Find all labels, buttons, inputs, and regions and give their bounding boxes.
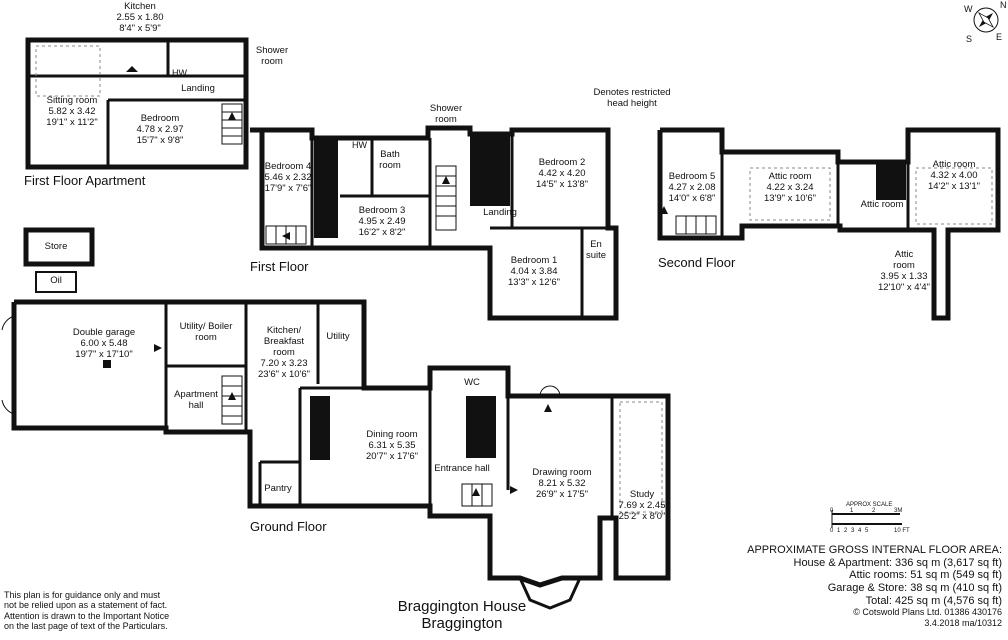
restricted-area bbox=[35, 45, 101, 97]
room-label-pantry: Pantry bbox=[264, 483, 292, 494]
arrow-up-icon bbox=[660, 206, 668, 214]
compass-icon bbox=[973, 7, 999, 33]
arrow-up-icon bbox=[126, 66, 138, 72]
copyright-icon: © bbox=[853, 607, 860, 618]
door-arc bbox=[1, 399, 15, 415]
level-label: First Floor bbox=[250, 259, 309, 274]
wall-store bbox=[23, 227, 95, 267]
room-label-utility: Utility bbox=[326, 331, 350, 342]
scale-label: APPROX SCALE bbox=[846, 502, 893, 508]
room-label-store: Store bbox=[44, 241, 68, 252]
garage-marker bbox=[103, 360, 111, 368]
room-label-wc: WC bbox=[464, 377, 480, 388]
wall-second-floor bbox=[657, 127, 1001, 321]
wall-apartment bbox=[25, 37, 249, 170]
level-label: First Floor Apartment bbox=[24, 173, 146, 188]
compass-s: S bbox=[966, 34, 973, 44]
oil-tank bbox=[35, 271, 77, 293]
room-label-landing-first: Landing bbox=[483, 207, 517, 218]
bay-window bbox=[518, 577, 582, 610]
room-label-entrance: Entrance hall bbox=[434, 463, 490, 474]
compass-n: N bbox=[1000, 0, 1007, 10]
compass-e: E bbox=[996, 32, 1003, 42]
restricted-area bbox=[915, 167, 993, 225]
room-label-apt-hall: Apartment hall bbox=[174, 389, 218, 411]
room-label-utility-boiler: Utility/ Boiler room bbox=[179, 321, 233, 343]
stairs-apartment bbox=[221, 103, 243, 145]
room-label-landing-apt: Landing bbox=[181, 83, 215, 94]
scale-bar bbox=[831, 510, 902, 528]
arrow-right-icon bbox=[510, 486, 518, 494]
level-label: Second Floor bbox=[658, 255, 736, 270]
hw-label: HW bbox=[352, 140, 367, 150]
arrow-up-icon bbox=[442, 176, 450, 184]
door-arc bbox=[539, 385, 551, 397]
arrow-up-icon bbox=[228, 392, 236, 400]
door-arc bbox=[549, 385, 561, 397]
stairs-second bbox=[675, 215, 717, 235]
room-label-ensuite: En suite bbox=[585, 239, 607, 261]
room-label-oil: Oil bbox=[50, 275, 62, 286]
chimney-dining bbox=[310, 396, 330, 460]
room-label-shower-apt: Shower room bbox=[255, 45, 289, 67]
door-arc bbox=[1, 315, 15, 331]
floor-area-block: APPROXIMATE GROSS INTERNAL FLOOR AREA: H… bbox=[747, 544, 1002, 628]
room-label-bathroom: Bath room bbox=[379, 149, 401, 171]
arrow-left-icon bbox=[282, 232, 290, 240]
room-label-shower-first: Shower room bbox=[429, 103, 463, 125]
chimney-bedroom4 bbox=[314, 140, 338, 238]
room-label-attic-mid: Attic room bbox=[860, 199, 904, 210]
chimney-attic bbox=[876, 162, 906, 200]
arrow-up-icon bbox=[228, 112, 236, 120]
arrow-down-icon bbox=[544, 404, 552, 412]
restricted-area bbox=[619, 401, 663, 513]
disclaimer: This plan is for guidance only and must … bbox=[4, 590, 170, 632]
level-label: Ground Floor bbox=[250, 519, 327, 534]
stairs-ground bbox=[461, 483, 493, 507]
chimney-entrance bbox=[466, 396, 496, 458]
head-height-note: Denotes restricted head height bbox=[593, 87, 671, 109]
wall-ground-floor bbox=[11, 299, 671, 588]
arrow-right-icon bbox=[154, 344, 162, 352]
chimney-landing bbox=[470, 136, 510, 206]
hw-label: HW bbox=[172, 68, 187, 78]
stairs-bedroom4 bbox=[265, 225, 307, 245]
compass-w: W bbox=[964, 4, 973, 14]
arrow-up-icon bbox=[472, 488, 480, 496]
stairs-first bbox=[435, 165, 457, 231]
wall-first-floor bbox=[250, 125, 619, 321]
